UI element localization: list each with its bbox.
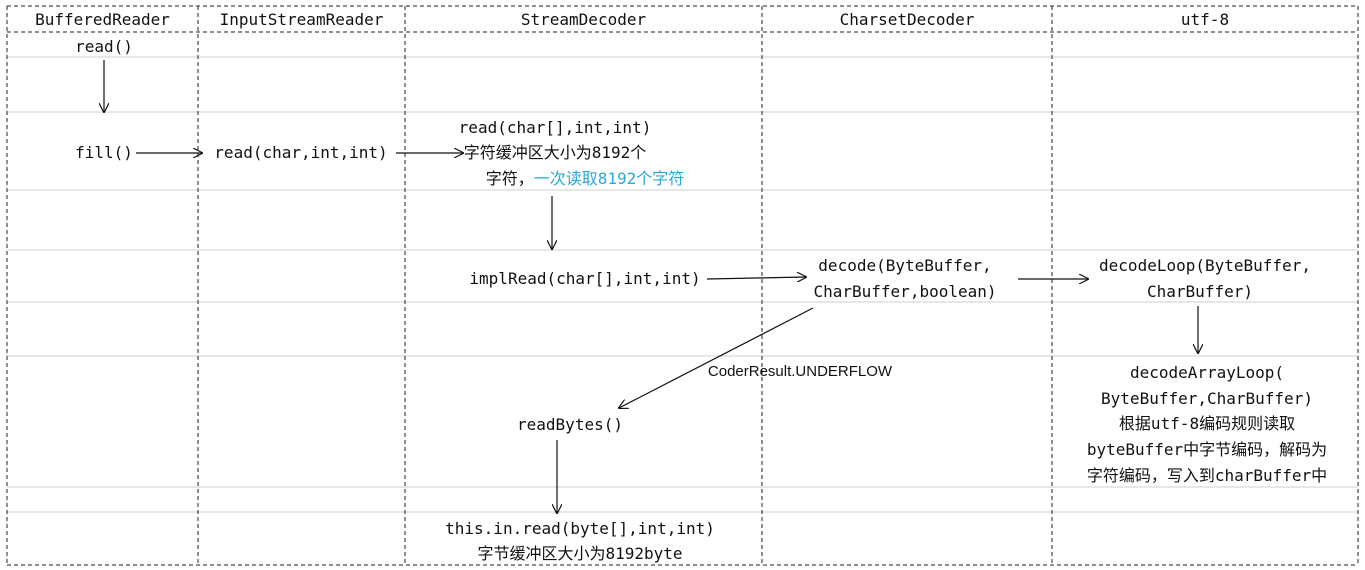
node-utf-arrayloop-line3: 根据utf-8编码规则读取: [1118, 414, 1296, 433]
arrow-implread-to-decode: [706, 277, 806, 279]
node-sd-read-line1: read(char[],int,int): [458, 118, 652, 137]
column-header-streamdecoder: StreamDecoder: [520, 10, 647, 29]
column-header-inputstreamreader: InputStreamReader: [219, 10, 384, 29]
node-sd-read-line3-highlight: 一次读取8192个字符: [533, 169, 685, 188]
node-in-read-line1: this.in.read(byte[],int,int): [445, 519, 715, 538]
node-utf-decodeloop-line2: CharBuffer): [1147, 282, 1253, 301]
node-in-read-line2: 字节缓冲区大小为8192byte: [477, 544, 683, 563]
node-br-fill: fill(): [75, 143, 133, 162]
column-header-bufferedreader: BufferedReader: [35, 10, 170, 29]
node-utf-arrayloop-line2: ByteBuffer,CharBuffer): [1101, 389, 1313, 408]
column-header-utf8: utf-8: [1180, 10, 1230, 29]
node-sd-read-line2: 字符缓冲区大小为8192个: [463, 143, 647, 162]
node-isr-read: read(char,int,int): [214, 143, 388, 162]
node-sd-read-line3: 字符，一次读取8192个字符: [440, 166, 730, 192]
column-frame: [6, 5, 1359, 566]
node-cd-decode-line1: decode(ByteBuffer,: [818, 256, 992, 275]
node-utf-arrayloop-line5: 字符编码，写入到charBuffer中: [1086, 466, 1328, 485]
arrow-decode-to-readbytes: [619, 307, 814, 408]
node-utf-arrayloop-line4: byteBuffer中字节编码，解码为: [1086, 440, 1328, 459]
node-cd-decode-line2: CharBuffer,boolean): [813, 282, 997, 301]
node-utf-arrayloop-line1: decodeArrayLoop(: [1129, 363, 1285, 382]
node-sd-implread: implRead(char[],int,int): [469, 269, 701, 288]
flow-arrows: [104, 60, 1198, 513]
node-utf-decodeloop-line1: decodeLoop(ByteBuffer,: [1099, 256, 1311, 275]
node-sd-readbytes: readBytes(): [517, 415, 623, 434]
node-br-read: read(): [75, 37, 133, 56]
column-header-charsetdecoder: CharsetDecoder: [839, 10, 975, 29]
label-coderresult-underflow: CoderResult.UNDERFLOW: [707, 363, 893, 380]
row-gridlines: [7, 56, 1358, 513]
node-sd-read-line3-plain: 字符，: [485, 169, 534, 188]
